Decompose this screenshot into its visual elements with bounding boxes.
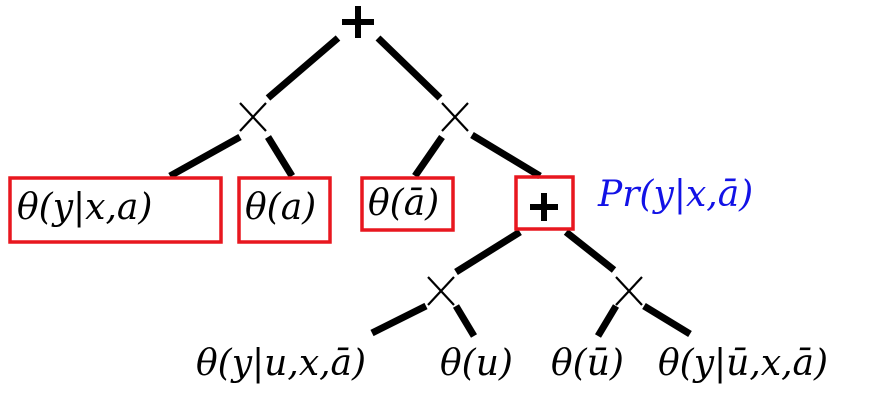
edge-inner-sum-inner-left [454, 229, 522, 275]
leaf-theta-y-given-ubar-x-abar: θ(y|ū,x,ā) [658, 343, 829, 384]
edge-inner-left-leaf4 [370, 302, 428, 337]
highlight-box-inner-sum [514, 175, 575, 231]
edge-left-product-leaf2 [265, 135, 295, 178]
edge-root-left-product [265, 35, 341, 101]
leaf-theta-a: θ(a) [245, 187, 317, 228]
edge-right-product-inner-sum [470, 132, 542, 179]
inner-right-product-node [615, 276, 643, 306]
edge-left-product-leaf1 [168, 133, 242, 180]
inner-left-product-node [427, 276, 455, 306]
leaf-theta-u: θ(u) [440, 343, 513, 384]
edge-inner-left-leaf5 [452, 304, 478, 338]
edge-root-right-product [375, 35, 443, 101]
right-product-node [441, 102, 469, 132]
root-sum-node [342, 6, 374, 38]
leaf-theta-y-given-u-x-abar: θ(y|u,x,ā) [196, 343, 367, 384]
edge-right-product-leaf3 [412, 135, 445, 178]
edge-inner-sum-inner-right [563, 229, 617, 273]
leaf-theta-u-bar: θ(ū) [551, 343, 624, 384]
inner-sum-annotation: Pr(y|x,ā) [598, 174, 754, 215]
leaf-theta-y-given-x-a: θ(y|x,a) [17, 187, 153, 228]
left-product-node [239, 102, 267, 132]
leaf-theta-a-bar: θ(ā) [368, 183, 440, 224]
edge-inner-right-leaf7 [642, 303, 692, 337]
edge-inner-right-leaf6 [594, 304, 620, 338]
highlight-box-theta-a [237, 176, 332, 244]
inner-sum-node [530, 193, 558, 221]
highlight-box-theta-y-given-x-a [8, 176, 223, 244]
highlight-box-theta-a-bar [360, 176, 455, 232]
